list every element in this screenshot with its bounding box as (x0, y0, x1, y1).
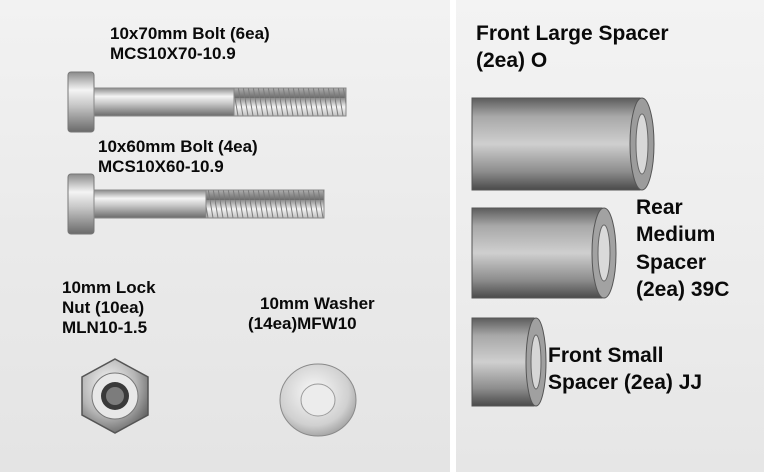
washer-image (279, 363, 357, 437)
bolt-60mm-label: 10x60mm Bolt (4ea) MCS10X60-10.9 (98, 137, 258, 177)
bolt-60mm-image (67, 173, 325, 235)
lock-nut-label: 10mm Lock Nut (10ea) MLN10-1.5 (62, 278, 156, 338)
rear-medium-spacer-image (471, 207, 617, 299)
bolt-70mm-image (67, 71, 347, 133)
washer-label: 10mm Washer (14ea)MFW10 (248, 294, 375, 334)
panel-divider (450, 0, 456, 472)
front-large-spacer-image (471, 97, 655, 191)
left-photo-panel: 10x70mm Bolt (6ea) MCS10X70-10.9 10x60mm… (0, 0, 450, 472)
lock-nut-image (81, 358, 149, 434)
front-small-spacer-image (471, 317, 547, 407)
rear-medium-spacer-label: Rear Medium Spacer (2ea) 39C (636, 196, 730, 301)
front-large-spacer-label: Front Large Spacer (2ea) O (476, 22, 669, 73)
front-small-spacer-label: Front Small Spacer (2ea) JJ (548, 344, 703, 395)
bolt-70mm-label: 10x70mm Bolt (6ea) MCS10X70-10.9 (110, 24, 270, 64)
right-photo-panel: Front Large Spacer (2ea) O Rear Medium S… (456, 0, 764, 472)
